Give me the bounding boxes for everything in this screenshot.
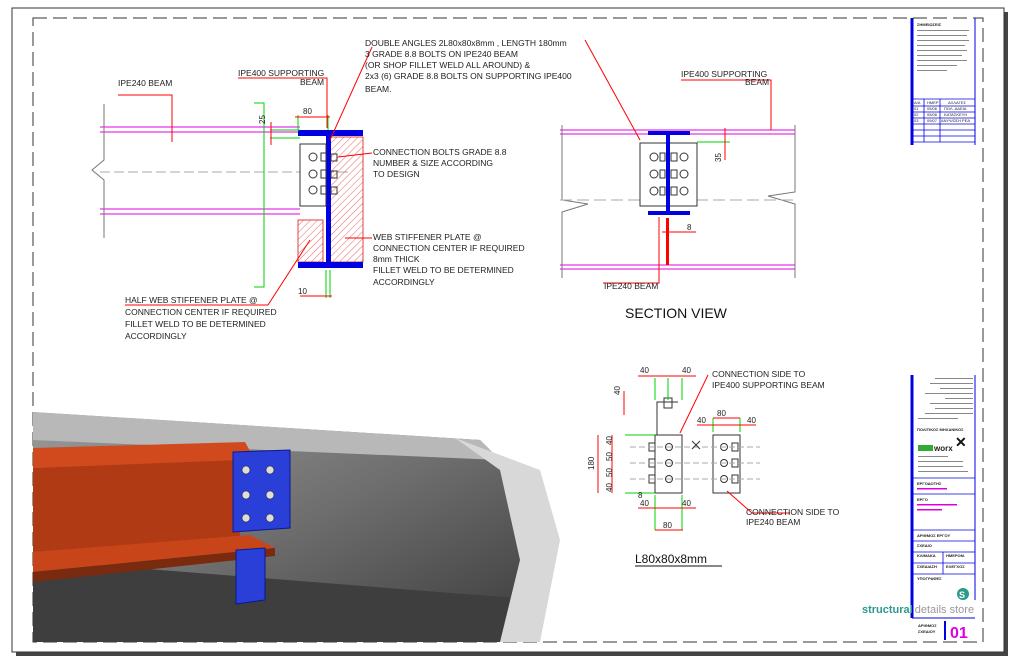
angle-detail-title: L80x80x8mm (635, 552, 707, 566)
svg-text:05/06: 05/06 (927, 106, 938, 111)
label-side-ipe240-1: CONNECTION SIDE TO (746, 507, 840, 517)
dim-40: 40 (747, 416, 756, 425)
revision-row: 02 05/06 ΚΑΤΑΣΚΕΥΗ (914, 112, 967, 117)
render-3d (33, 412, 560, 642)
rev-header-date: ΗΜΕΡ (927, 100, 939, 105)
label-side-ipe240-2: IPE240 BEAM (746, 517, 800, 527)
svg-text:HALF WEB STIFFENER PLATE @: HALF WEB STIFFENER PLATE @ (125, 295, 258, 305)
label-half-web-stiffener: HALF WEB STIFFENER PLATE @ CONNECTION CE… (125, 295, 277, 341)
client-label: ΕΡΓΟΔΟΤΗΣ (917, 481, 942, 486)
dim-40: 40 (605, 436, 614, 445)
project-number-label: ΑΡΙΘΜΟΣ ΕΡΓΟΥ (917, 533, 950, 538)
dim-40: 40 (697, 416, 706, 425)
design-label: ΣΧΕΔΙΑΣΗ (917, 564, 937, 569)
svg-text:3 GRADE 8.8 BOLTS ON IPE240 BE: 3 GRADE 8.8 BOLTS ON IPE240 BEAM (365, 49, 518, 59)
drawing-number-label-2: ΣΧΕΔΙΟΥ (918, 629, 936, 634)
svg-text:CONNECTION BOLTS GRADE 8.8: CONNECTION BOLTS GRADE 8.8 (373, 147, 507, 157)
svg-text:DOUBLE ANGLES 2L80x80x8mm , LE: DOUBLE ANGLES 2L80x80x8mm , LENGTH 180mm (365, 38, 567, 48)
signatures-label: ΥΠΟΓΡΑΦΕΣ (917, 576, 942, 581)
revision-row: 01 05/06 ΠΟΛ. ΑΔΕΙΑ (914, 106, 967, 111)
dim-50: 50 (605, 452, 614, 461)
rev-header-no: Α/Α (914, 100, 921, 105)
dim-40: 40 (613, 386, 622, 395)
svg-text:FILLET WELD TO BE DETERMINED: FILLET WELD TO BE DETERMINED (125, 319, 266, 329)
worx-logo: worx ✕ (918, 434, 967, 453)
svg-text:01: 01 (914, 106, 919, 111)
dim-8: 8 (687, 223, 692, 232)
label-supporting-beam-2: BEAM (745, 77, 769, 87)
dim-180: 180 (587, 456, 596, 470)
label-connection-bolts: CONNECTION BOLTS GRADE 8.8 NUMBER & SIZE… (373, 147, 507, 179)
title-block: ΣΗΜΕΙΩΣΕΙΣ Α/Α ΗΜΕΡ ΑΛΛΑΓΕΣ 01 05/06 ΠΟΛ. … (862, 18, 976, 642)
svg-text:WEB STIFFENER PLATE @: WEB STIFFENER PLATE @ (373, 232, 482, 242)
svg-text:S: S (959, 590, 965, 600)
engineer-label: ΠΟΛΙΤΙΚΟΣ ΜΗΧΑΝΙΚΟΣ (917, 427, 964, 432)
svg-text:ΠΟΛ. ΑΔΕΙΑ: ΠΟΛ. ΑΔΕΙΑ (944, 106, 967, 111)
svg-text:CONNECTION CENTER IF REQUIRED: CONNECTION CENTER IF REQUIRED (125, 307, 277, 317)
svg-text:BEAM.: BEAM. (365, 84, 391, 94)
svg-text:03: 03 (914, 118, 919, 123)
svg-text:ACCORDINGLY: ACCORDINGLY (125, 331, 187, 341)
dim-8: 8 (638, 491, 643, 500)
label-ipe240-beam: IPE240 BEAM (604, 281, 658, 291)
dim-40: 40 (682, 366, 691, 375)
svg-text:(OR SHOP FILLET WELD ALL AROUN: (OR SHOP FILLET WELD ALL AROUND) & (365, 60, 530, 70)
label-side-ipe400-1: CONNECTION SIDE TO (712, 369, 806, 379)
svg-text:2x3 (6) GRADE 8.8 BOLTS ON SUP: 2x3 (6) GRADE 8.8 BOLTS ON SUPPORTING IP… (365, 71, 572, 81)
svg-text:05/06: 05/06 (927, 112, 938, 117)
dim-80: 80 (303, 107, 312, 116)
dim-25: 25 (258, 115, 267, 124)
rev-header-changes: ΑΛΛΑΓΕΣ (948, 100, 967, 105)
dim-10: 10 (298, 287, 307, 296)
label-supporting-beam-2: BEAM (300, 77, 324, 87)
svg-text:09/07: 09/07 (927, 118, 938, 123)
dim-40: 40 (682, 499, 691, 508)
svg-text:ACCORDINGLY: ACCORDINGLY (373, 277, 435, 287)
drawing-label: ΣΧΕΔΙΟ (917, 543, 932, 548)
label-side-ipe400-2: IPE400 SUPPORTING BEAM (712, 380, 825, 390)
svg-text:✕: ✕ (955, 434, 967, 450)
date-label: ΗΜΕΡΟΜ. (946, 553, 965, 558)
label-double-angles: DOUBLE ANGLES 2L80x80x8mm , LENGTH 180mm… (365, 38, 572, 94)
svg-text:NUMBER & SIZE ACCORDING: NUMBER & SIZE ACCORDING (373, 158, 493, 168)
section-view-title: SECTION VIEW (625, 305, 728, 321)
label-web-stiffener: WEB STIFFENER PLATE @ CONNECTION CENTER … (373, 232, 525, 287)
label-ipe240-beam: IPE240 BEAM (118, 78, 172, 88)
svg-text:TO DESIGN: TO DESIGN (373, 169, 420, 179)
svg-text:ΚΑΤΑΣΚΕΥΗ: ΚΑΤΑΣΚΕΥΗ (944, 112, 967, 117)
dim-35: 35 (714, 153, 723, 162)
label-supporting-beam-1: IPE400 SUPPORTING (681, 69, 767, 79)
project-label: ΕΡΓΟ (917, 497, 928, 502)
svg-text:8mm THICK: 8mm THICK (373, 254, 420, 264)
notes-heading: ΣΗΜΕΙΩΣΕΙΣ (917, 22, 942, 27)
dim-40: 40 (640, 499, 649, 508)
label-supporting-beam-1: IPE400 SUPPORTING (238, 68, 324, 78)
svg-text:worx: worx (933, 444, 953, 453)
dim-80: 80 (717, 409, 726, 418)
drawing-number-label-1: ΑΡΙΘΜΟΣ (918, 623, 937, 628)
dim-40: 40 (605, 483, 614, 492)
check-label: ΕΛΕΓΧΟΣ (946, 564, 965, 569)
scale-label: ΚΛΙΜΑΚΑ (917, 553, 936, 558)
svg-text:FILLET WELD TO BE DETERMINED: FILLET WELD TO BE DETERMINED (373, 265, 514, 275)
dim-50: 50 (605, 468, 614, 477)
section-view: 35 8 IPE400 SUPPORTING BEAM IPE240 BEAM … (560, 39, 796, 321)
svg-text:02: 02 (914, 112, 919, 117)
dim-40: 40 (640, 366, 649, 375)
connection-detail: 80 25 10 IPE240 BEAM IPE400 SUPPORTING B… (91, 38, 572, 341)
drawing-number: 01 (950, 625, 968, 642)
angle-detail: 40 40 40 180 40 50 50 40 8 40 40 80 80 4… (587, 366, 840, 567)
svg-text:CONNECTION CENTER IF REQUIRED: CONNECTION CENTER IF REQUIRED (373, 243, 525, 253)
dim-80: 80 (663, 521, 672, 530)
svg-text:ΑΝΥΨΩΣΗ ΡΕΑ: ΑΝΥΨΩΣΗ ΡΕΑ (941, 118, 970, 123)
